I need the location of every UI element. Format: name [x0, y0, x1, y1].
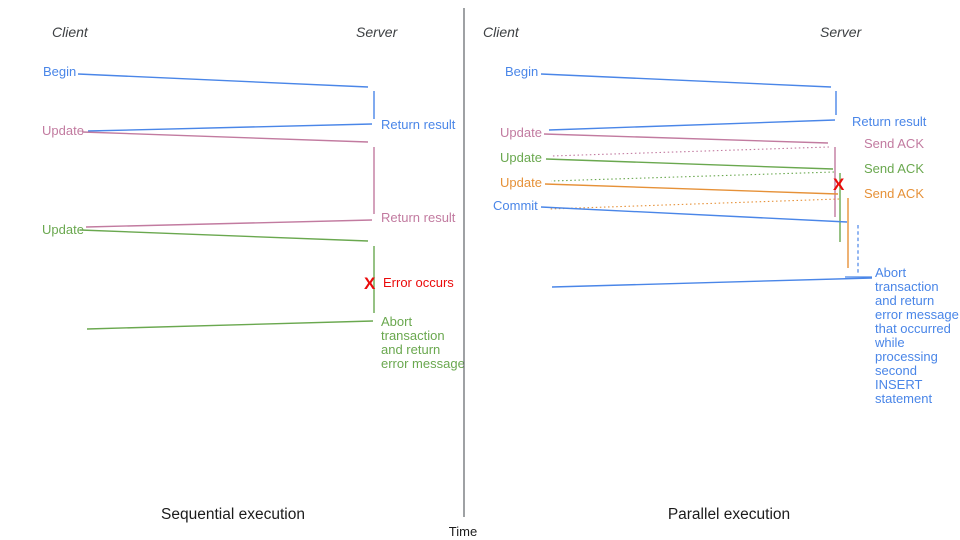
- left-update-1-arrow: [81, 131, 369, 143]
- right-begin-label: Begin: [505, 64, 538, 79]
- time-axis-label: Time: [449, 524, 477, 539]
- time-axis: Time: [449, 8, 477, 539]
- left-return-result-1-label: Return result: [381, 117, 456, 132]
- right-send-ack-3-label: Send ACK: [864, 186, 924, 201]
- right-error-x-icon: X: [833, 175, 845, 194]
- left-error-x-icon: X: [364, 274, 376, 293]
- right-return-result-label: Return result: [852, 114, 927, 129]
- right-commit-label: Commit: [493, 198, 538, 213]
- right-caption: Parallel execution: [668, 506, 790, 523]
- parallel-diagram: Client Server Begin Return result Update…: [483, 24, 960, 523]
- right-send-ack-1-arrow: [550, 146, 830, 157]
- left-abort-line: and return: [381, 342, 440, 357]
- left-caption: Sequential execution: [161, 506, 305, 523]
- right-update-2-arrow: [545, 158, 834, 170]
- right-abort-arrow: [551, 277, 873, 288]
- left-update-2-label: Update: [42, 222, 84, 237]
- right-client-header: Client: [483, 24, 520, 40]
- left-update-2-arrow: [79, 229, 369, 242]
- right-return-result-arrow: [548, 119, 836, 131]
- right-server-header: Server: [820, 24, 863, 40]
- right-send-ack-2-label: Send ACK: [864, 161, 924, 176]
- left-server-header: Server: [356, 24, 399, 40]
- left-return-result-1-arrow: [87, 123, 373, 132]
- left-return-result-2-label: Return result: [381, 210, 456, 225]
- left-abort-line: error message: [381, 356, 465, 371]
- left-abort-arrow: [86, 320, 374, 330]
- right-commit-arrow: [540, 206, 848, 223]
- left-error-occurs-label: Error occurs: [383, 275, 454, 290]
- left-abort-line: transaction: [381, 328, 445, 343]
- sequential-diagram: Client Server Begin Return result Update…: [42, 24, 465, 523]
- right-abort-line: second: [875, 363, 917, 378]
- right-send-ack-1-label: Send ACK: [864, 136, 924, 151]
- right-send-ack-3-arrow: [548, 198, 840, 210]
- right-abort-line: error message: [875, 307, 959, 322]
- right-abort-line: INSERT: [875, 377, 922, 392]
- left-return-result-2-arrow: [85, 219, 373, 228]
- right-update-2-label: Update: [500, 150, 542, 165]
- right-update-1-label: Update: [500, 125, 542, 140]
- right-abort-line: and return: [875, 293, 934, 308]
- right-update-3-arrow: [544, 183, 839, 195]
- right-abort-line: Abort: [875, 265, 906, 280]
- left-abort-line: Abort: [381, 314, 412, 329]
- right-abort-line: processing: [875, 349, 938, 364]
- right-update-3-label: Update: [500, 175, 542, 190]
- right-abort-line: statement: [875, 391, 932, 406]
- right-abort-line: that occurred: [875, 321, 951, 336]
- left-update-1-label: Update: [42, 123, 84, 138]
- right-update-1-arrow: [543, 133, 829, 144]
- right-abort-line: while: [874, 335, 905, 350]
- right-abort-note: Abort transaction and return error messa…: [874, 265, 960, 406]
- right-send-ack-2-arrow: [550, 171, 835, 182]
- left-client-header: Client: [52, 24, 89, 40]
- left-abort-note: Abort transaction and return error messa…: [381, 314, 465, 371]
- right-begin-arrow: [540, 73, 832, 88]
- left-begin-arrow: [77, 73, 369, 88]
- right-abort-line: transaction: [875, 279, 939, 294]
- left-begin-label: Begin: [43, 64, 76, 79]
